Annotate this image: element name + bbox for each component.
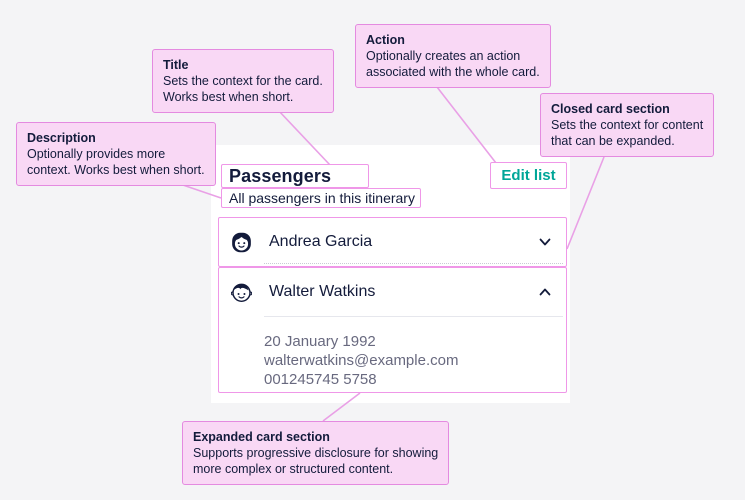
card-description-highlight: All passengers in this itinerary [221, 188, 421, 208]
card-description: All passengers in this itinerary [229, 190, 415, 206]
boy-avatar-icon [231, 283, 252, 302]
callout-action-line2: associated with the whole card. [366, 65, 540, 79]
chevron-up-icon[interactable] [537, 284, 553, 300]
section-divider [264, 316, 563, 317]
expanded-card-section: Walter Watkins 20 January 1992 walterwat… [218, 267, 567, 393]
callout-action-heading: Action [366, 33, 405, 47]
callout-action-line1: Optionally creates an action [366, 49, 521, 63]
card-title: Passengers [229, 165, 332, 186]
callout-action: Action Optionally creates an action asso… [355, 24, 551, 88]
row-divider [264, 263, 563, 264]
callout-expanded-line2: more complex or structured content. [193, 462, 394, 476]
callout-description-line1: Optionally provides more [27, 147, 166, 161]
edit-list-label[interactable]: Edit list [501, 167, 556, 184]
passenger-email: walterwatkins@example.com [264, 352, 459, 369]
callout-expanded-line1: Supports progressive disclosure for show… [193, 446, 439, 460]
callout-closed-card-section: Closed card section Sets the context for… [540, 93, 715, 157]
callout-expanded-card-section: Expanded card section Supports progressi… [182, 421, 450, 485]
callout-description-heading: Description [27, 131, 96, 145]
chevron-down-icon[interactable] [537, 234, 553, 250]
passenger-name: Andrea Garcia [269, 233, 373, 250]
callout-closed-line1: Sets the context for content [551, 118, 704, 132]
passenger-name: Walter Watkins [269, 283, 376, 300]
callout-closed-line2: that can be expanded. [551, 134, 675, 148]
passenger-phone: 001245745 5758 [264, 371, 377, 388]
callout-title-line2: Works best when short. [163, 90, 294, 104]
callout-expanded-heading: Expanded card section [193, 430, 330, 444]
passenger-row-collapsed[interactable]: Andrea Garcia [219, 218, 566, 266]
passenger-details: 20 January 1992 walterwatkins@example.co… [219, 317, 566, 389]
callout-closed-heading: Closed card section [551, 102, 670, 116]
passenger-dob: 20 January 1992 [264, 333, 376, 350]
closed-card-section: Andrea Garcia [218, 217, 567, 267]
callout-title: Title Sets the context for the card. Wor… [152, 49, 334, 113]
edit-list-button[interactable]: Edit list [490, 162, 567, 189]
woman-avatar-icon [232, 232, 251, 252]
passenger-row-expanded[interactable]: Walter Watkins [219, 268, 566, 316]
callout-description: Description Optionally provides more con… [16, 122, 216, 186]
callout-title-heading: Title [163, 58, 189, 72]
callout-description-line2: context. Works best when short. [27, 163, 205, 177]
callout-title-line1: Sets the context for the card. [163, 74, 323, 88]
card-title-highlight: Passengers [221, 164, 369, 188]
